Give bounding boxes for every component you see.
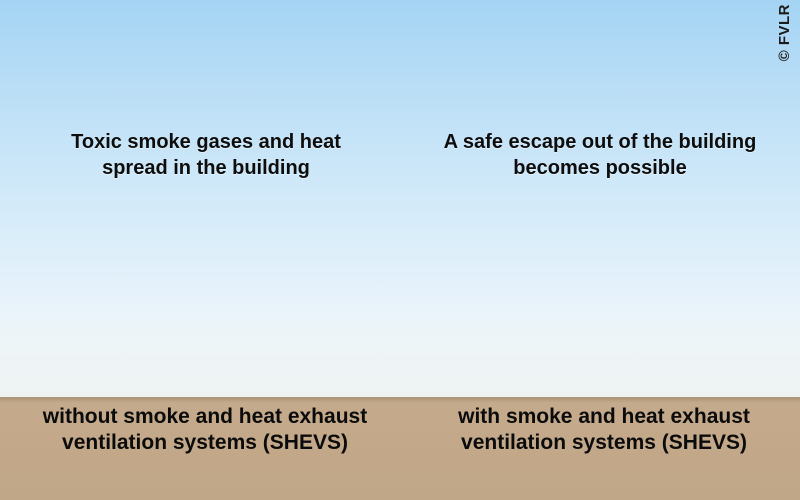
caption-right-line2: ventilation systems (SHEVS) xyxy=(461,431,747,455)
caption-right-line1: with smoke and heat exhaust xyxy=(458,405,750,428)
headline-left-line2: spread in the building xyxy=(102,157,310,179)
ground-background xyxy=(0,397,800,500)
headline-right-panel: A safe escape out of the building become… xyxy=(408,129,792,181)
ground-shadow xyxy=(0,397,800,403)
caption-left-panel: without smoke and heat exhaust ventilati… xyxy=(2,404,408,456)
caption-left-line1: without smoke and heat exhaust xyxy=(42,405,368,428)
headline-left-line1: Toxic smoke gases and heat xyxy=(71,131,341,153)
scene-without-shevs xyxy=(8,284,392,397)
caption-right-panel: with smoke and heat exhaust ventilation … xyxy=(410,404,798,456)
headline-right-line2: becomes possible xyxy=(513,157,687,179)
copyright-notice: © FVLR xyxy=(776,4,793,62)
scene-with-shevs xyxy=(406,186,794,397)
headline-left-panel: Toxic smoke gases and heat spread in the… xyxy=(28,129,384,181)
sky-background xyxy=(0,0,800,397)
headline-right-line1: A safe escape out of the building xyxy=(443,131,757,153)
caption-left-line2: ventilation systems (SHEVS) xyxy=(62,431,348,455)
